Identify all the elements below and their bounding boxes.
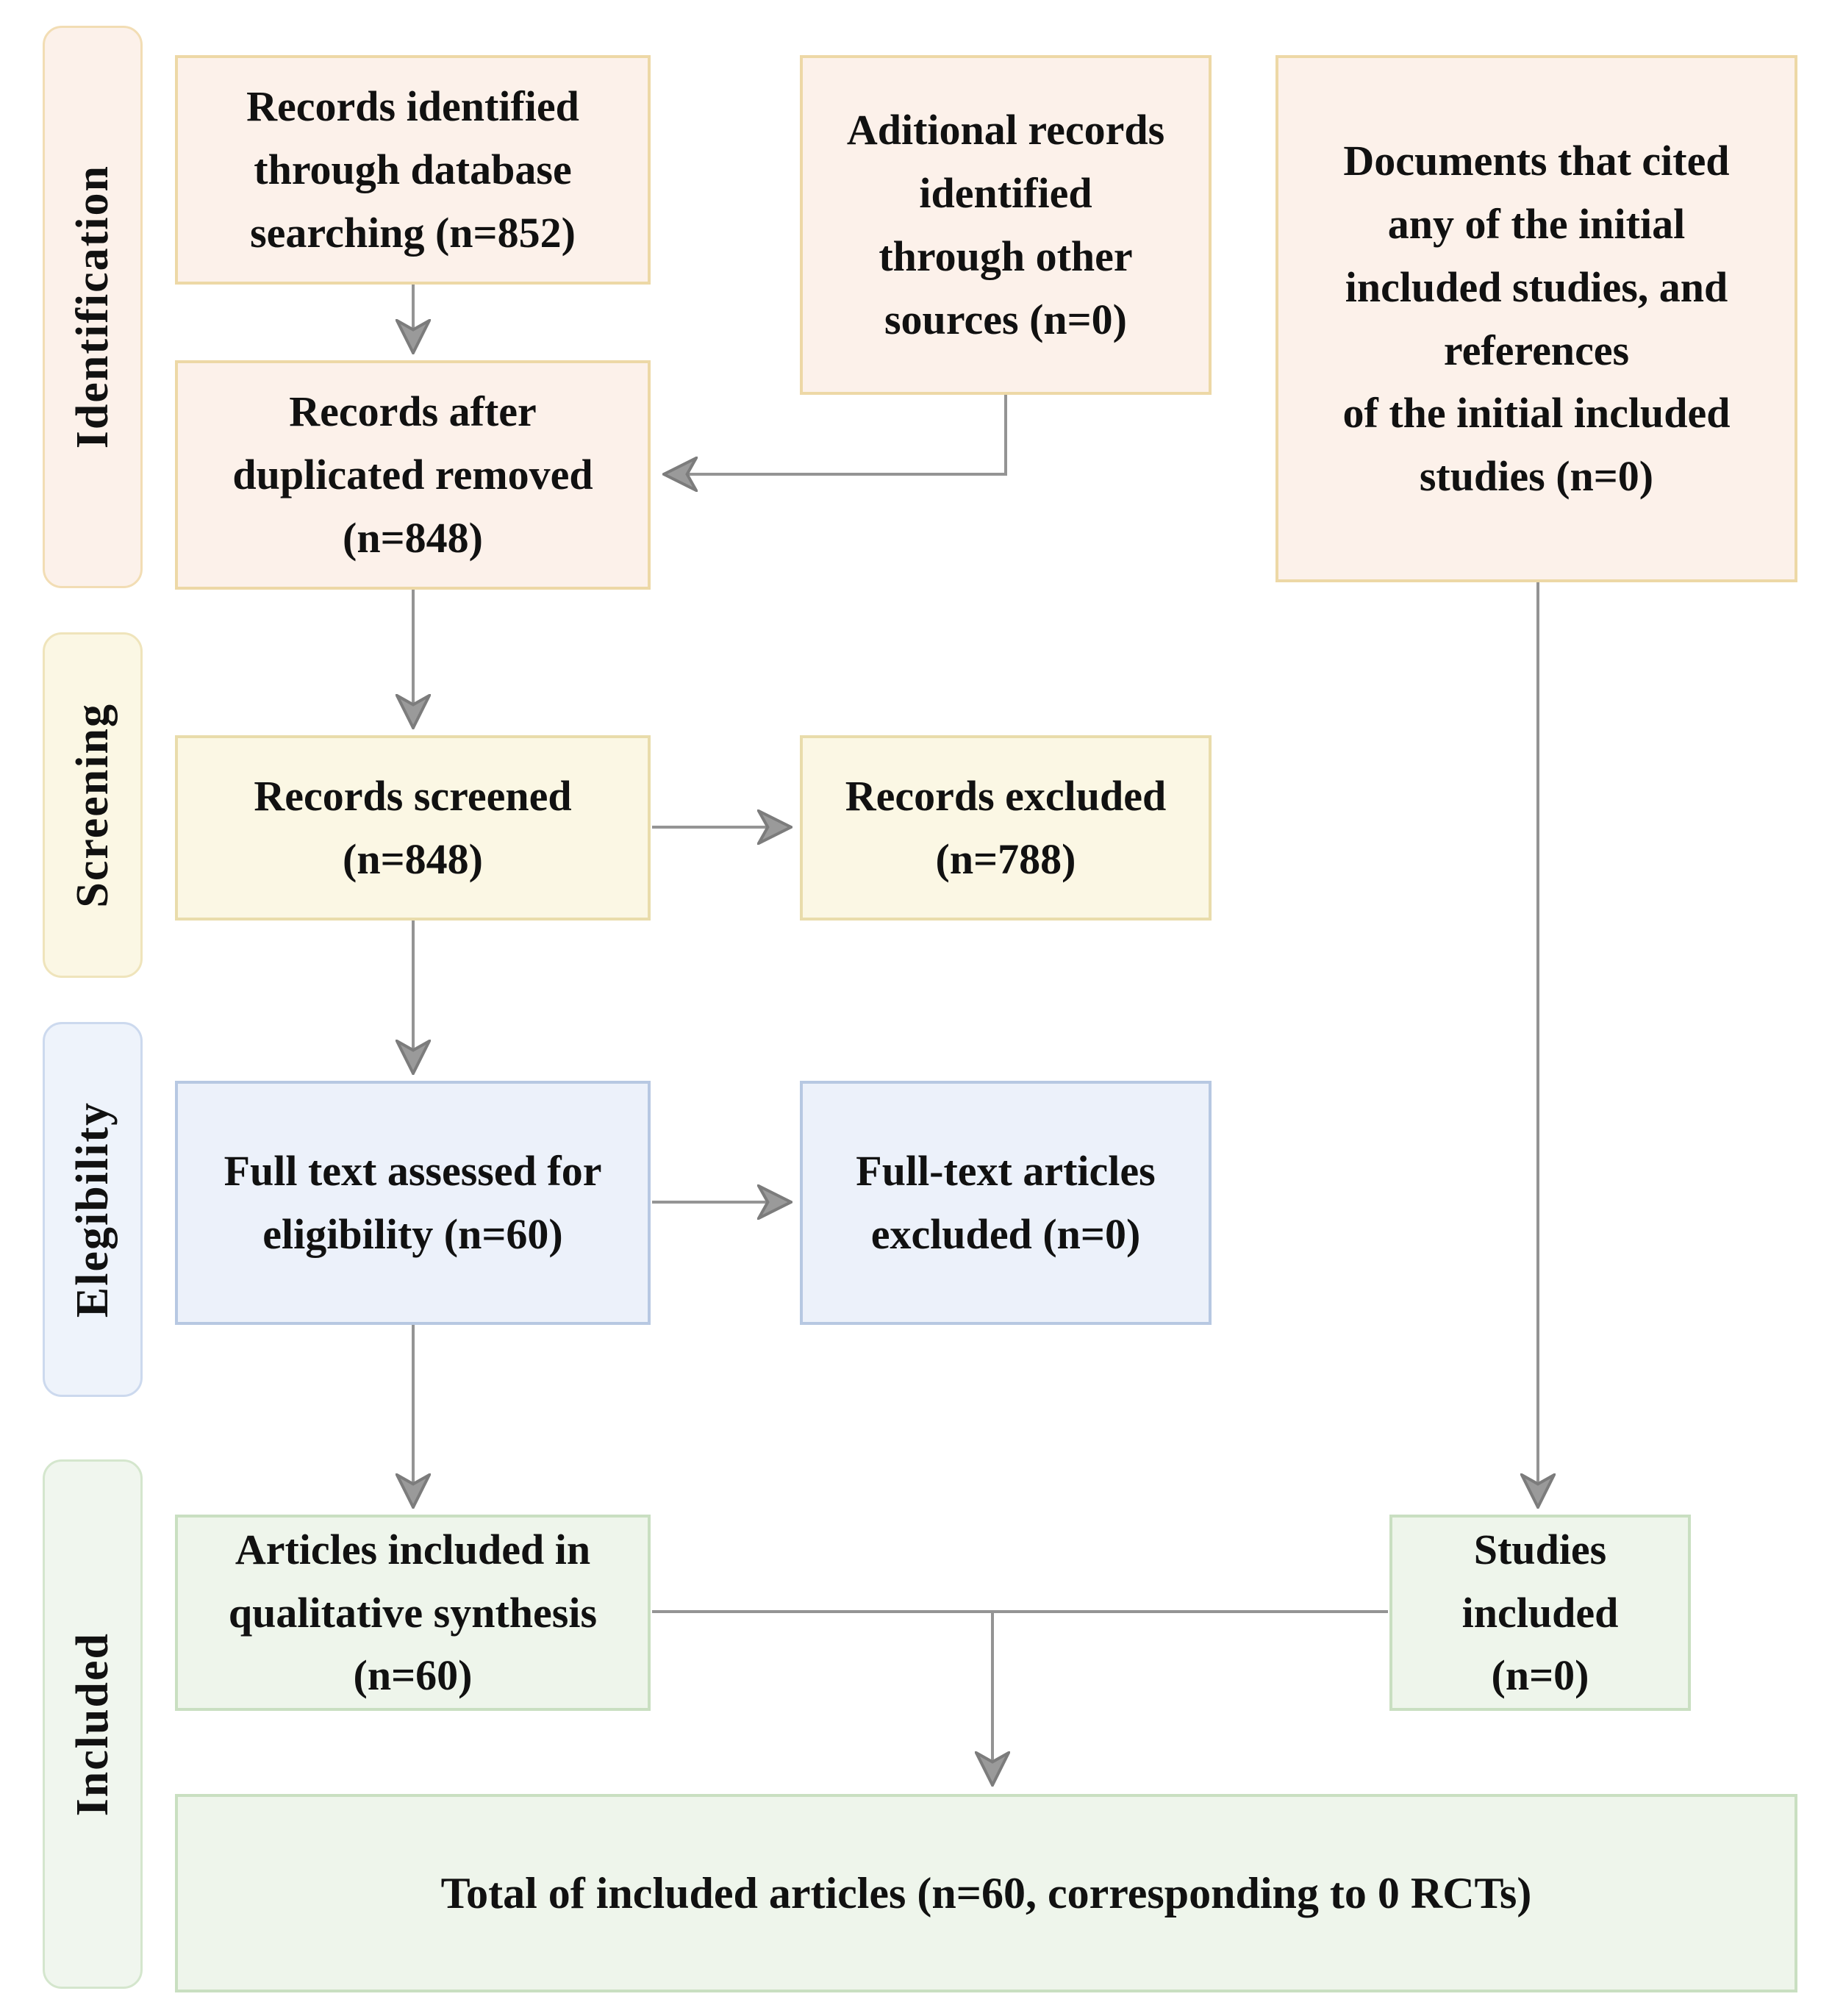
box-articles-included: Articles included in qualitative synthes… — [175, 1515, 651, 1711]
box-records-after-dedup: Records after duplicated removed (n=848) — [175, 360, 651, 590]
box-records-after-dedup-text: Records after duplicated removed (n=848) — [232, 387, 593, 562]
box-records-screened: Records screened (n=848) — [175, 735, 651, 921]
box-records-screened-text: Records screened (n=848) — [254, 772, 572, 883]
box-articles-included-text: Articles included in qualitative synthes… — [228, 1525, 598, 1700]
box-full-text-assessed-text: Full text assessed for eligibility (n=60… — [223, 1147, 602, 1258]
box-records-identified: Records identified through database sear… — [175, 55, 651, 285]
stage-label-included-text: Included — [67, 1631, 118, 1817]
stage-label-screening: Screening — [43, 632, 143, 978]
box-records-identified-text: Records identified through database sear… — [246, 82, 579, 257]
stage-label-screening-text: Screening — [67, 702, 118, 908]
box-documents-cited: Documents that cited any of the initial … — [1275, 55, 1797, 582]
box-records-excluded: Records excluded (n=788) — [800, 735, 1212, 921]
box-studies-included: Studies included (n=0) — [1389, 1515, 1691, 1711]
box-records-excluded-text: Records excluded (n=788) — [845, 772, 1167, 883]
stage-label-eligibility-text: Elegibility — [67, 1101, 118, 1318]
stage-label-eligibility: Elegibility — [43, 1022, 143, 1397]
box-full-text-excluded: Full-text articles excluded (n=0) — [800, 1081, 1212, 1325]
stage-label-included: Included — [43, 1459, 143, 1989]
box-documents-cited-text: Documents that cited any of the initial … — [1342, 137, 1731, 501]
box-additional-records: Aditional records identified through oth… — [800, 55, 1212, 395]
stage-label-identification: Identification — [43, 26, 143, 588]
box-total-included: Total of included articles (n=60, corres… — [175, 1794, 1797, 1992]
box-total-included-text: Total of included articles (n=60, corres… — [440, 1868, 1532, 1917]
box-full-text-assessed: Full text assessed for eligibility (n=60… — [175, 1081, 651, 1325]
arrow-additional-to-dedup — [667, 395, 1007, 474]
box-studies-included-text: Studies included (n=0) — [1461, 1525, 1619, 1700]
stage-label-identification-text: Identification — [67, 165, 118, 449]
box-additional-records-text: Aditional records identified through oth… — [846, 106, 1165, 343]
box-full-text-excluded-text: Full-text articles excluded (n=0) — [856, 1147, 1156, 1258]
